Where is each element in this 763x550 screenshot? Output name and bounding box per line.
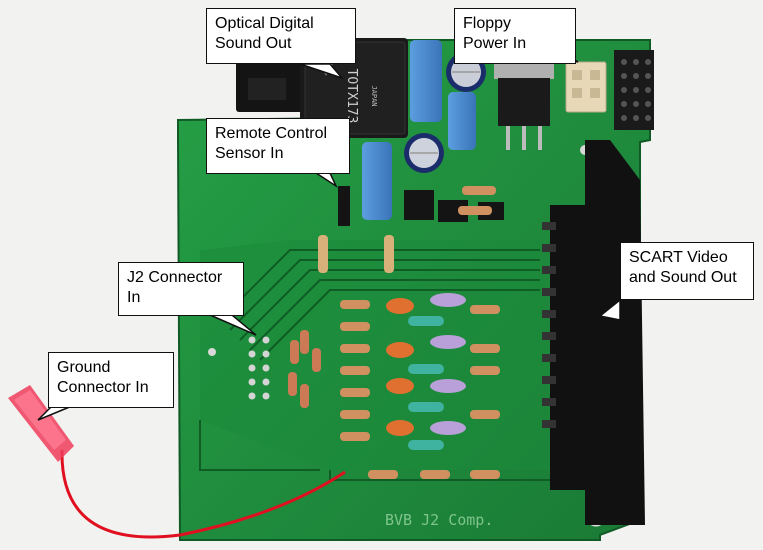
callout-line: J2 Connector — [127, 269, 223, 286]
electrolytic-capacitor — [404, 133, 444, 173]
callout-line: Floppy — [463, 15, 512, 32]
scart-connector — [542, 140, 645, 525]
blue-capacitor — [410, 40, 442, 122]
ground-wire — [60, 449, 346, 539]
callout-scart-video-sound-out: SCART Video and Sound Out — [620, 242, 754, 300]
ground-spade-connector — [8, 385, 74, 462]
callout-j2-connector-in: J2 Connector In — [118, 262, 244, 316]
resistor-array — [288, 186, 500, 479]
silkscreen-label: BVB J2 Comp. — [385, 511, 493, 529]
blue-capacitor — [448, 92, 476, 150]
callout-line: Connector In — [57, 379, 149, 396]
callout-line: Optical Digital — [215, 15, 314, 32]
toslink-part-number: TOTX173 — [344, 69, 359, 124]
callout-line: and Sound Out — [629, 269, 737, 286]
j2-connector-pads — [248, 336, 270, 400]
pcb-ground-pour — [200, 240, 560, 470]
callout-line: SCART Video — [629, 249, 728, 266]
mounting-hole — [208, 348, 216, 356]
toslink-origin: JAPAN — [370, 85, 378, 106]
jumper-block — [438, 200, 468, 222]
callout-line: Sound Out — [215, 35, 292, 52]
callout-optical-digital-sound-out: Optical Digital Sound Out — [206, 8, 356, 64]
callout-floppy-power-in: Floppy Power In — [454, 8, 576, 64]
callout-line: Remote Control — [215, 125, 328, 142]
callout-line: Sensor In — [215, 145, 284, 162]
pin-header-top-right — [614, 50, 654, 130]
callout-ground-connector-in: Ground Connector In — [48, 352, 174, 408]
callout-pointers — [37, 53, 621, 421]
callout-line: Ground — [57, 359, 111, 376]
floppy-power-header — [565, 61, 607, 113]
callout-line: In — [127, 289, 141, 306]
callout-line: Power In — [463, 35, 527, 52]
blue-capacitor — [362, 142, 392, 220]
jumper-block — [404, 190, 434, 220]
callout-remote-control-sensor-in: Remote Control Sensor In — [206, 118, 350, 174]
remote-sensor-header — [338, 186, 350, 226]
